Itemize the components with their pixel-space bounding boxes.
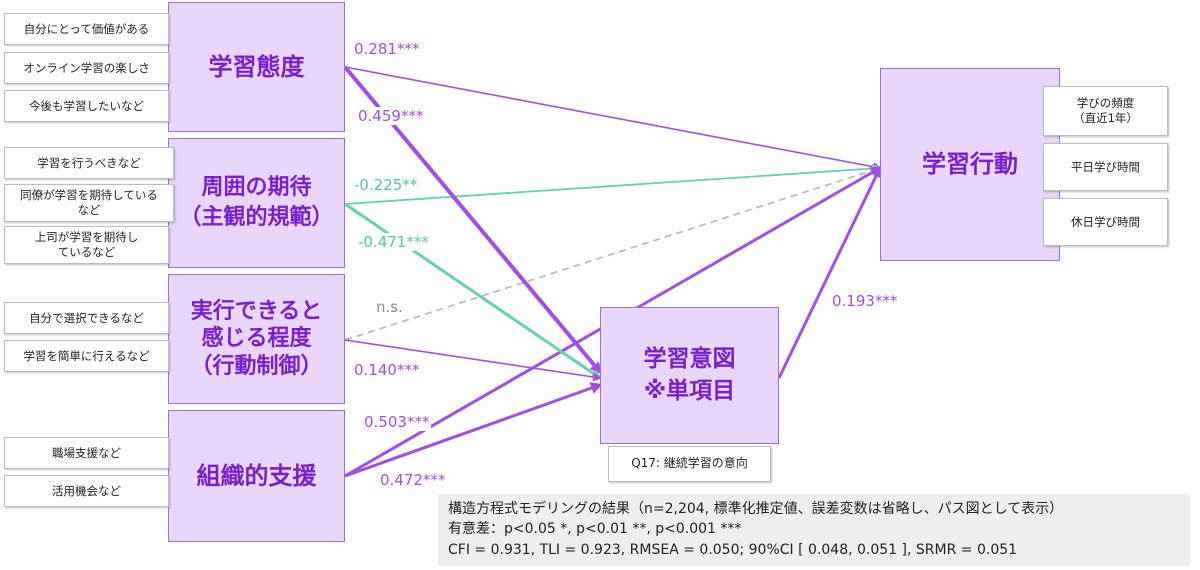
indicator-behavior-2: 平日学び時間	[1043, 143, 1168, 191]
coef-attitude-intention: 0.459***	[356, 107, 426, 125]
latent-control: 実行できると 感じる程度 （行動制御）	[168, 274, 345, 404]
indicator-intention-1: Q17: 継続学習の意向	[608, 446, 771, 482]
latent-norm-label: 周囲の期待 （主観的規範）	[179, 175, 334, 230]
latent-control-label: 実行できると 感じる程度 （行動制御）	[190, 298, 323, 379]
indicator-attitude-3: 今後も学習したいなど	[4, 90, 169, 122]
latent-intention: 学習意図 ※単項目	[600, 307, 779, 444]
indicator-support-1: 職場支援など	[4, 437, 169, 469]
model-fit-note: 構造方程式モデリングの結果（n=2,204, 標準化推定値、誤差変数は省略し、パ…	[438, 494, 1190, 566]
latent-support-label: 組織的支援	[196, 461, 317, 490]
coef-intention-behavior: 0.193***	[830, 292, 900, 310]
indicator-attitude-1: 自分にとって価値がある	[4, 13, 169, 45]
latent-attitude-label: 学習態度	[208, 52, 305, 81]
latent-support: 組織的支援	[168, 410, 345, 542]
note-line-3: CFI = 0.931, TLI = 0.923, RMSEA = 0.050;…	[448, 541, 1018, 558]
indicator-behavior-1: 学びの頻度 （直近1年）	[1043, 86, 1168, 136]
indicator-norm-2: 同僚が学習を期待している など	[4, 184, 174, 222]
coef-control-intention: 0.140***	[352, 361, 422, 379]
coef-attitude-behavior: 0.281***	[352, 40, 422, 58]
indicator-norm-1: 学習を行うべきなど	[4, 147, 174, 179]
coef-support-intention: 0.472***	[378, 471, 448, 489]
latent-behavior-label: 学習行動	[922, 150, 1018, 179]
note-line-2: 有意差：p<0.05 *, p<0.01 **, p<0.001 ***	[448, 521, 742, 538]
indicator-support-2: 活用機会など	[4, 475, 169, 507]
path-intention-behavior	[777, 165, 882, 379]
coef-support-behavior: 0.503***	[362, 413, 432, 431]
coef-norm-behavior: -0.225**	[352, 176, 420, 194]
latent-norm: 周囲の期待 （主観的規範）	[168, 138, 345, 268]
path-attitude-behavior	[344, 66, 882, 172]
latent-attitude: 学習態度	[168, 2, 345, 132]
path-control-behavior	[344, 165, 882, 341]
path-norm-behavior	[344, 163, 882, 205]
indicator-control-2: 学習を簡単に行えるなど	[4, 340, 169, 372]
path-norm-intention	[344, 202, 602, 380]
indicator-control-1: 自分で選択できるなど	[4, 302, 169, 334]
path-support-intention	[344, 382, 603, 478]
indicator-behavior-3: 休日学び時間	[1043, 198, 1168, 246]
indicator-attitude-2: オンライン学習の楽しさ	[4, 52, 169, 84]
latent-behavior: 学習行動	[880, 68, 1060, 261]
indicator-norm-3: 上司が学習を期待し ているなど	[4, 226, 169, 264]
latent-intention-label: 学習意図 ※単項目	[643, 346, 736, 404]
note-line-1: 構造方程式モデリングの結果（n=2,204, 標準化推定値、誤差変数は省略し、パ…	[448, 501, 1064, 517]
coef-norm-intention: -0.471***	[356, 233, 431, 251]
coef-control-behavior: n.s.	[376, 298, 403, 316]
path-control-intention	[344, 339, 602, 382]
